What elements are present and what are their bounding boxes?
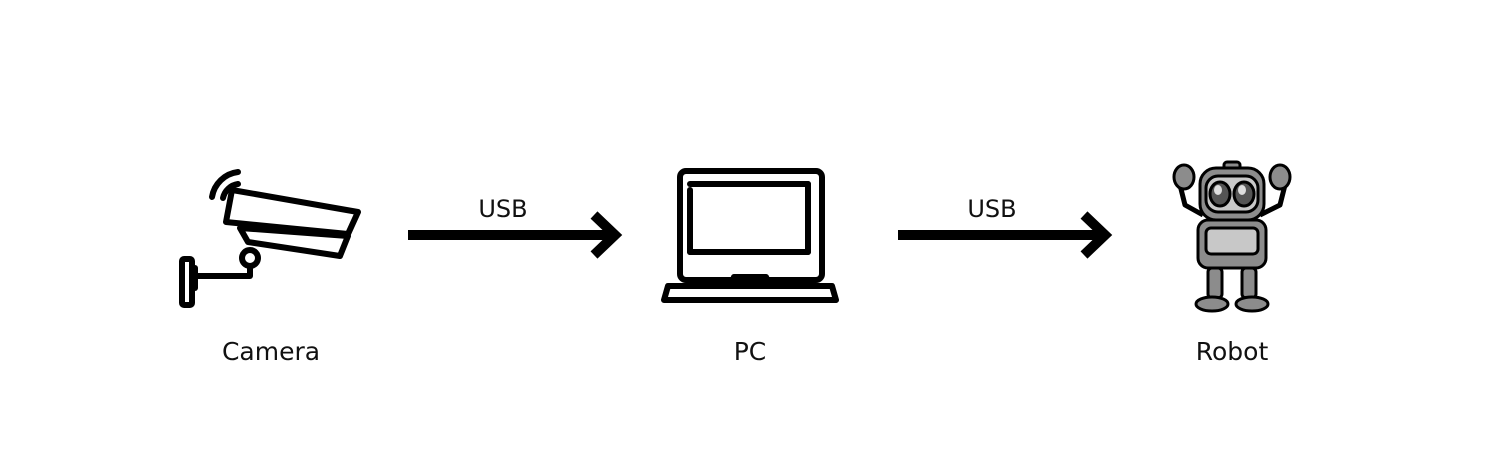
edge-label-camera-pc: USB	[478, 195, 528, 223]
edge-arrow-camera-pc	[408, 211, 623, 259]
edge-arrow-pc-robot	[898, 211, 1113, 259]
security-camera-icon	[179, 169, 361, 308]
laptop-icon	[661, 168, 839, 303]
robot-icon	[1172, 160, 1292, 313]
edge-label-pc-robot: USB	[967, 195, 1017, 223]
node-label-pc: PC	[733, 337, 767, 366]
node-label-robot: Robot	[1195, 337, 1269, 366]
node-label-camera: Camera	[221, 337, 321, 366]
